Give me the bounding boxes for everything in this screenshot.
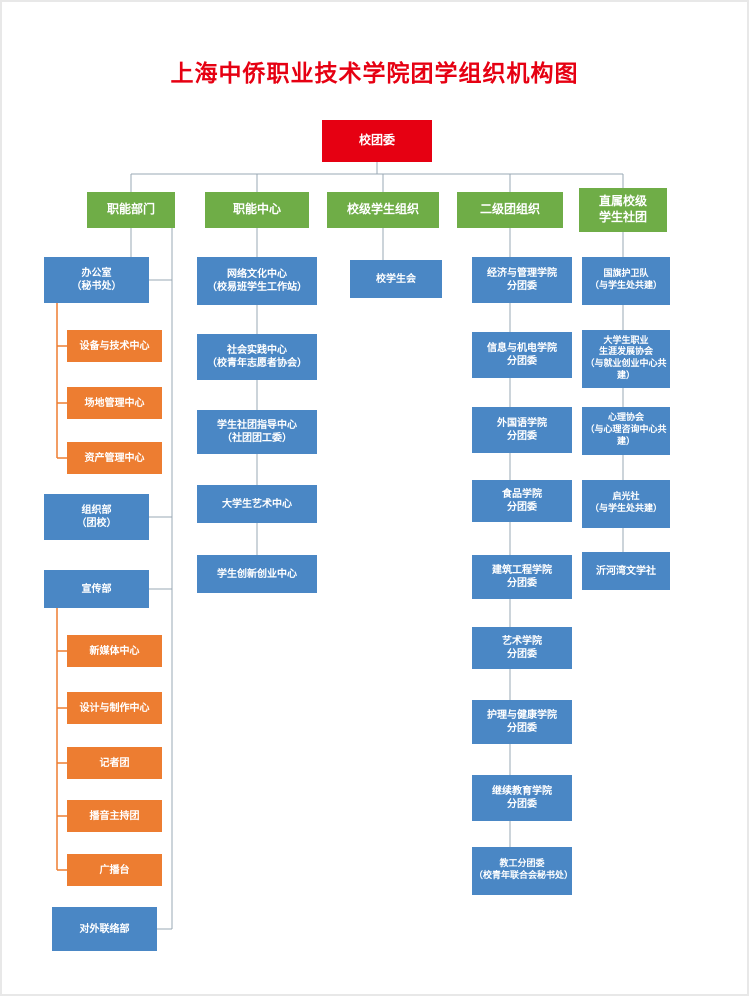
root-node-youth-league-committee: 校团委 bbox=[322, 120, 432, 162]
node-publicity-dept: 宣传部 bbox=[44, 570, 149, 608]
node-college-students-art-center: 大学生艺术中心 bbox=[197, 485, 317, 523]
page-title: 上海中侨职业技术学院团学组织机构图 bbox=[170, 61, 579, 87]
node-nursing-health-branch-committee: 护理与健康学院 分团委 bbox=[472, 700, 572, 744]
node-staff-branch-committee: 教工分团委 （校青年联合会秘书处） bbox=[472, 847, 573, 895]
node-venue-mgmt-center: 场地管理中心 bbox=[67, 387, 162, 419]
node-external-liaison-dept: 对外联络部 bbox=[52, 907, 157, 951]
node-broadcast-hosting-group: 播音主持团 bbox=[67, 800, 162, 832]
branch-school-level-student-orgs: 校级学生组织 bbox=[327, 192, 439, 228]
node-construction-branch-committee: 建筑工程学院 分团委 bbox=[472, 555, 572, 599]
branch-functional-centers: 职能中心 bbox=[205, 192, 309, 228]
node-equipment-tech-center: 设备与技术中心 bbox=[67, 330, 162, 362]
branch-functional-depts: 职能部门 bbox=[87, 192, 175, 228]
node-foreign-languages-branch-committee: 外国语学院 分团委 bbox=[472, 407, 572, 453]
node-social-practice-center: 社会实践中心 （校青年志愿者协会） bbox=[197, 334, 317, 380]
node-reporters-group: 记者团 bbox=[67, 747, 162, 779]
node-psychology-assoc: 心理协会 （与心理咨询中心共建） bbox=[582, 407, 670, 455]
node-yihewan-literary-society: 沂河湾文学社 bbox=[582, 552, 670, 590]
node-qiguang-society: 启光社 （与学生处共建） bbox=[582, 480, 670, 528]
node-design-production-center: 设计与制作中心 bbox=[67, 692, 162, 724]
node-student-union: 校学生会 bbox=[350, 260, 442, 298]
node-organization-dept: 组织部 （团校） bbox=[44, 494, 149, 540]
node-career-development-assoc: 大学生职业 生涯发展协会 （与就业创业中心共建） bbox=[582, 330, 670, 388]
branch-direct-student-clubs: 直属校级 学生社团 bbox=[579, 188, 667, 232]
node-info-mech-branch-committee: 信息与机电学院 分团委 bbox=[472, 332, 572, 378]
node-network-culture-center: 网络文化中心 （校易班学生工作站） bbox=[197, 257, 317, 305]
node-office-secretariat: 办公室 （秘书处） bbox=[44, 257, 149, 303]
node-asset-mgmt-center: 资产管理中心 bbox=[67, 442, 162, 474]
node-new-media-center: 新媒体中心 bbox=[67, 635, 162, 667]
node-innovation-entrepreneurship-center: 学生创新创业中心 bbox=[197, 555, 317, 593]
node-art-branch-committee: 艺术学院 分团委 bbox=[472, 627, 572, 669]
node-radio-station: 广播台 bbox=[67, 854, 162, 886]
node-econ-mgmt-branch-committee: 经济与管理学院 分团委 bbox=[472, 257, 572, 303]
node-flag-guard-team: 国旗护卫队 （与学生处共建） bbox=[582, 257, 670, 305]
node-food-branch-committee: 食品学院 分团委 bbox=[472, 480, 572, 522]
node-club-guidance-center: 学生社团指导中心 （社团团工委） bbox=[197, 410, 317, 454]
branch-secondary-league-orgs: 二级团组织 bbox=[457, 192, 563, 228]
node-continuing-edu-branch-committee: 继续教育学院 分团委 bbox=[472, 775, 572, 821]
